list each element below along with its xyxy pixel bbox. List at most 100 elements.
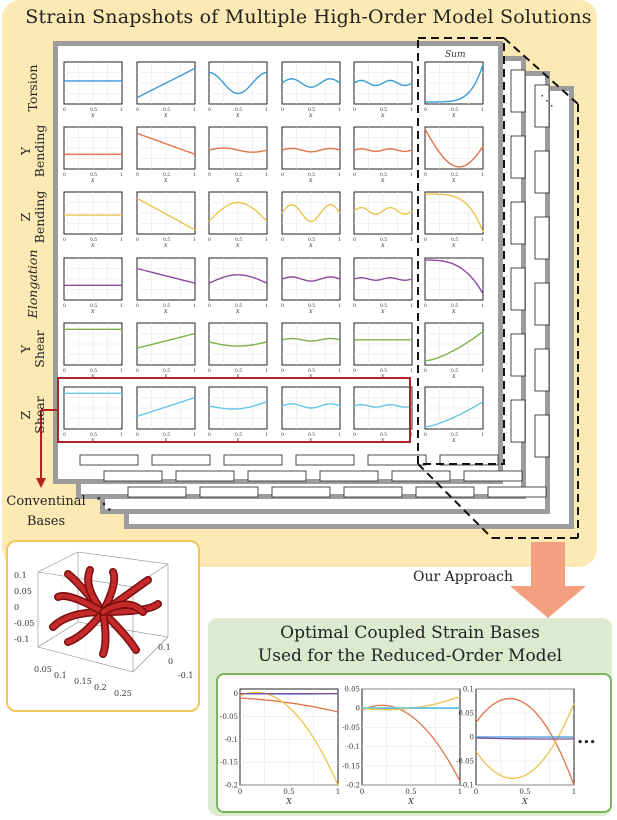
y-tick-label: 0 <box>168 657 173 666</box>
back-plot-strip <box>199 486 259 498</box>
tick-label: 0 <box>424 303 427 309</box>
tick-label: 0.5 <box>90 107 97 113</box>
axis-label: X <box>451 113 456 119</box>
tick-label: 1 <box>265 107 268 113</box>
basis-series-1 <box>475 697 575 786</box>
axis-label: X <box>163 178 168 184</box>
x-tick-label: 0.1 <box>54 671 67 680</box>
tick-label: 1 <box>265 368 268 374</box>
curve <box>353 206 413 215</box>
approach-arrow-shaft <box>531 542 565 586</box>
axis-label: X <box>163 243 168 249</box>
axis-box-line <box>37 646 134 673</box>
back-plot-strip <box>391 470 451 482</box>
tick-label: 0.5 <box>90 368 97 374</box>
axis-label: X <box>90 243 95 249</box>
basis-series-2 <box>475 703 575 779</box>
tick-label: 0 <box>424 368 427 374</box>
tick-label: 1 <box>338 303 341 309</box>
more-dots: ... <box>577 727 596 748</box>
tick-label: 0.5 <box>90 237 97 243</box>
tick-label: 1 <box>193 172 196 178</box>
y-tick-label: -0.1 <box>178 671 193 680</box>
tick-label: 0.5 <box>308 432 315 438</box>
x-axis-label: X <box>407 797 414 806</box>
tick-label: 1 <box>120 172 123 178</box>
y-tick-label: -0.1 <box>347 743 361 751</box>
curve <box>208 147 268 153</box>
tick-label: 0.5 <box>163 107 170 113</box>
tick-label: 0 <box>63 237 66 243</box>
x-tick-label: 1 <box>458 788 462 796</box>
dashed-connector <box>503 37 579 105</box>
tick-label: 1 <box>338 368 341 374</box>
curve <box>353 148 413 153</box>
dashed-connector <box>417 463 493 539</box>
curve <box>136 396 196 418</box>
tick-label: 0.5 <box>308 303 315 309</box>
tick-label: 0.5 <box>380 237 387 243</box>
x-tick-label: 0.05 <box>34 665 52 674</box>
robot-tentacle <box>100 609 108 657</box>
tick-label: 0.5 <box>451 107 458 113</box>
tick-label: 1 <box>193 107 196 113</box>
axis-label: X <box>308 309 313 315</box>
curve <box>281 147 341 153</box>
tick-label: 0 <box>281 107 284 113</box>
tick-label: 0 <box>63 368 66 374</box>
axis-label: X <box>451 243 456 249</box>
tick-label: 0 <box>63 172 66 178</box>
back-sum-strip <box>510 201 526 245</box>
back-sum-strip <box>510 333 526 377</box>
back-sum-strip <box>534 150 550 194</box>
tick-label: 1 <box>481 303 484 309</box>
tick-label: 0.5 <box>380 107 387 113</box>
diagonal-dots: ⋱ <box>96 494 112 513</box>
tick-label: 0 <box>281 432 284 438</box>
y-tick-label: -0.2 <box>225 782 239 790</box>
y-tick-label: -0.15 <box>220 759 238 767</box>
y-tick-label: -0.05 <box>220 713 238 721</box>
tick-label: 1 <box>410 432 413 438</box>
back-plot-strip <box>367 454 427 466</box>
tick-label: 1 <box>481 237 484 243</box>
axis-label: X <box>90 178 95 184</box>
tick-label: 0.5 <box>380 432 387 438</box>
tick-label: 0 <box>281 303 284 309</box>
y-tick-label: 0.1 <box>158 643 171 652</box>
tick-label: 0 <box>353 432 356 438</box>
tick-label: 0.5 <box>163 303 170 309</box>
curve <box>281 78 341 88</box>
tick-label: 0.5 <box>308 107 315 113</box>
axis-label: X <box>451 374 456 380</box>
y-tick-label: -0.1 <box>461 782 475 790</box>
back-sum-strip <box>534 84 550 128</box>
curve <box>353 79 413 87</box>
tick-label: 1 <box>120 432 123 438</box>
tick-label: 1 <box>338 237 341 243</box>
tick-label: 1 <box>120 303 123 309</box>
curve <box>136 132 196 155</box>
back-sum-strip <box>534 348 550 392</box>
curve <box>208 201 268 222</box>
tick-label: 1 <box>120 368 123 374</box>
y-tick-label: -0.1 <box>225 736 239 744</box>
basis-series-2 <box>361 704 461 782</box>
tick-label: 0 <box>353 303 356 309</box>
tick-label: 0 <box>208 237 211 243</box>
x-tick-label: 0.2 <box>94 683 107 692</box>
y-tick-label: -0.15 <box>342 762 360 770</box>
tick-label: 1 <box>193 432 196 438</box>
